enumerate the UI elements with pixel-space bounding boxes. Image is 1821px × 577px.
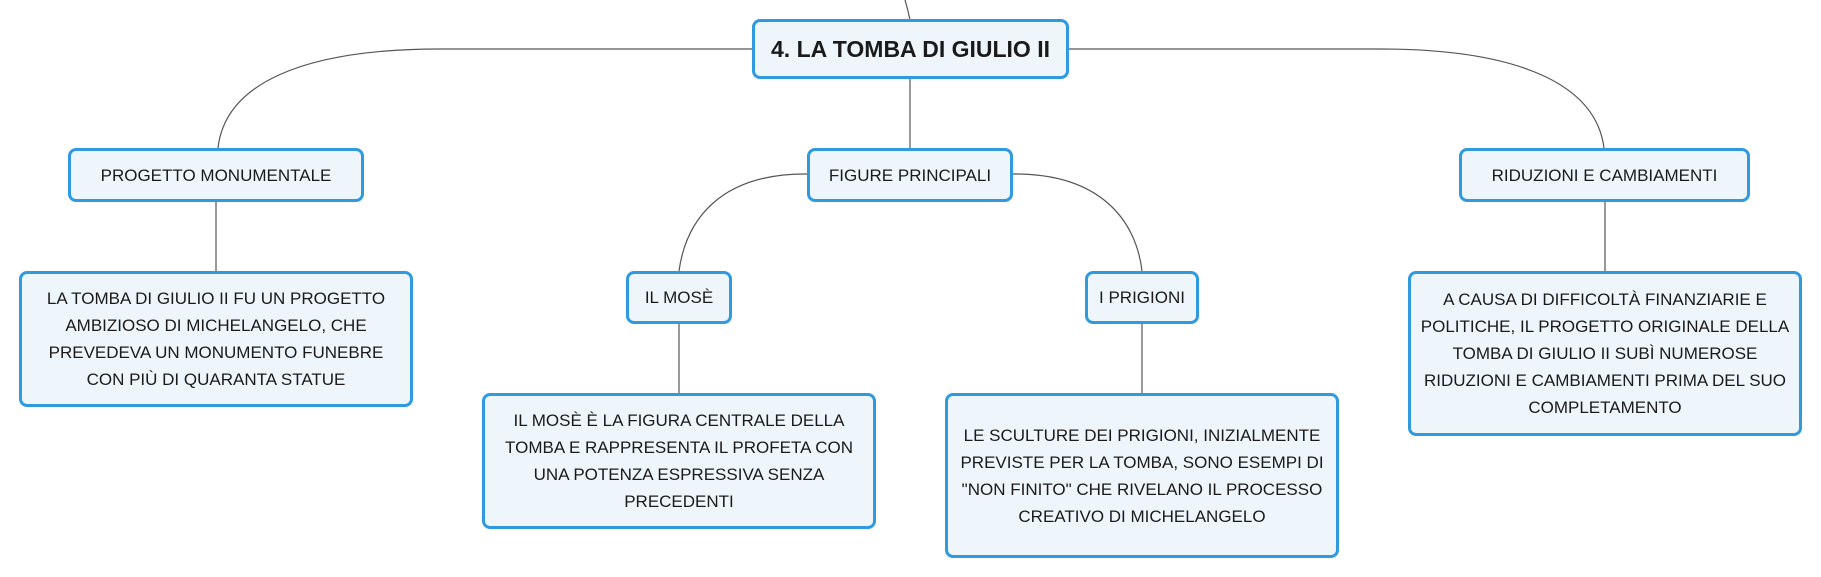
connector-top-stub bbox=[904, 0, 911, 21]
topic-figure-principali[interactable]: FIGURE PRINCIPALI bbox=[807, 148, 1013, 202]
topic-riduzioni-e-cambiamenti[interactable]: RIDUZIONI E CAMBIAMENTI bbox=[1459, 148, 1750, 202]
topic-il-mose[interactable]: IL MOSÈ bbox=[626, 271, 732, 324]
detail-progetto-monumentale[interactable]: LA TOMBA DI GIULIO II FU UN PROGETTO AMB… bbox=[19, 271, 413, 407]
detail-i-prigioni[interactable]: LE SCULTURE DEI PRIGIONI, INIZIALMENTE P… bbox=[945, 393, 1339, 558]
central-topic[interactable]: 4. LA TOMBA DI GIULIO II bbox=[752, 19, 1069, 79]
connector-figure-prigioni bbox=[1013, 173, 1143, 272]
connector-root-progetto bbox=[217, 48, 752, 149]
detail-il-mose[interactable]: IL MOSÈ È LA FIGURA CENTRALE DELLA TOMBA… bbox=[482, 393, 876, 529]
connector-root-riduzioni bbox=[1069, 48, 1605, 149]
topic-progetto-monumentale[interactable]: PROGETTO MONUMENTALE bbox=[68, 148, 364, 202]
detail-riduzioni-e-cambiamenti[interactable]: A CAUSA DI DIFFICOLTÀ FINANZIARIE E POLI… bbox=[1408, 271, 1802, 436]
topic-i-prigioni[interactable]: I PRIGIONI bbox=[1085, 271, 1199, 324]
connector-figure-mose bbox=[678, 173, 807, 272]
